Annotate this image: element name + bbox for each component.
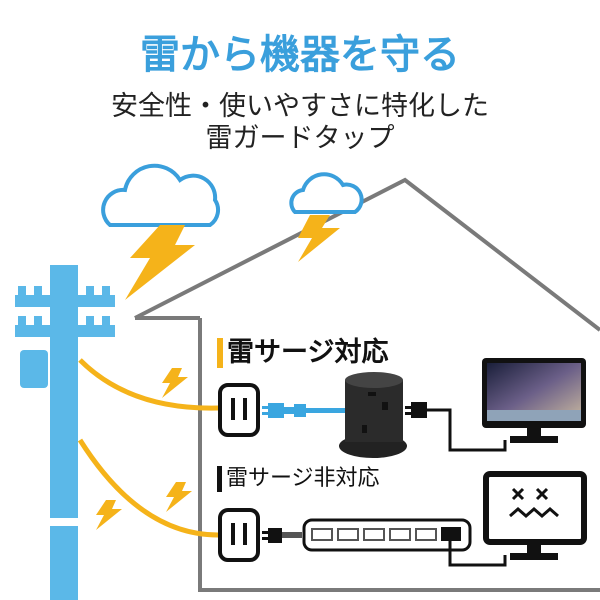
lightning-icon xyxy=(162,368,188,398)
subtitle-line-2: 雷ガードタップ xyxy=(205,123,395,154)
page-title: 雷から機器を守る xyxy=(140,32,460,78)
lightning-icon xyxy=(125,225,195,300)
cloud-icon xyxy=(101,163,221,227)
monitor-broken xyxy=(483,471,587,560)
lightning-icon xyxy=(96,500,122,530)
lightning-icon xyxy=(298,215,340,262)
label-surge-protected: 雷サージ対応 xyxy=(217,338,388,368)
wall-outlet xyxy=(218,383,260,437)
utility-pole xyxy=(15,265,115,600)
label-surge-unprotected: 雷サージ非対応 xyxy=(217,466,380,492)
subtitle-line-1: 安全性・使いやすさに特化した xyxy=(111,91,489,122)
monitor-working xyxy=(482,358,586,443)
house-outline xyxy=(134,177,600,332)
surge-tap-tower xyxy=(339,372,407,458)
power-cable xyxy=(77,438,219,538)
lightning-icon xyxy=(166,482,192,512)
wall-outlet xyxy=(218,508,260,562)
cloud-icon xyxy=(289,172,364,214)
power-strip xyxy=(262,518,507,567)
plug-icon xyxy=(262,403,351,418)
power-cable xyxy=(78,358,219,411)
